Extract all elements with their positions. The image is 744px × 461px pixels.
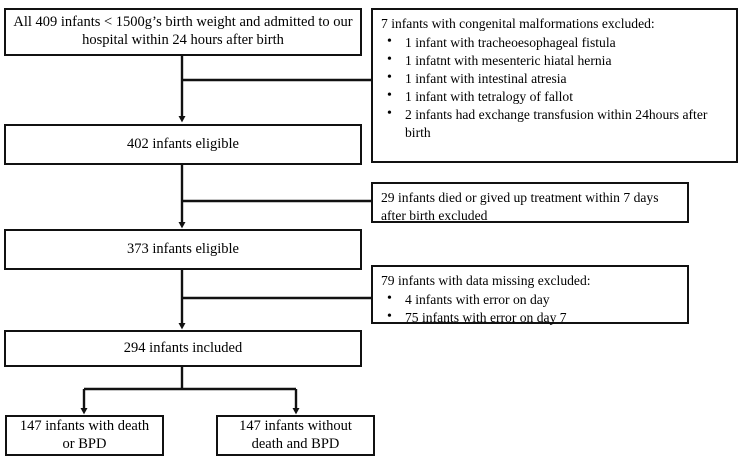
node-outcome-without-death-and-bpd-label: 147 infants without death and BPD [239,417,352,452]
node-eligible-402: 402 infants eligible [4,124,362,165]
exclusion-item: 75 infants with error on day 7 [381,308,681,327]
node-outcome-without-death-and-bpd: 147 infants without death and BPD [216,415,375,456]
node-eligible-373: 373 infants eligible [4,229,362,270]
node-included-294-label: 294 infants included [123,339,243,356]
node-outcome-with-death-or-bpd-label: 147 infants with death or BPD [19,417,150,452]
exclusion-item: 2 infants had exchange transfusion withi… [381,105,730,141]
exclusion-item: 4 infants with error on day [381,290,681,309]
exclusion-item-list: 4 infants with error on day 75 infants w… [381,290,681,327]
exclusion-title: 79 infants with data missing excluded: [381,273,591,288]
node-eligible-402-label: 402 infants eligible [127,135,239,152]
exclusion-title: 7 infants with congenital malformations … [381,16,655,31]
node-eligible-373-label: 373 infants eligible [127,240,239,257]
exclusion-died-or-treatment-withdrawn: 29 infants died or gived up treatment wi… [371,182,689,223]
node-outcome-with-death-or-bpd: 147 infants with death or BPD [5,415,164,456]
exclusion-item: 1 infant with tetralogy of fallot [381,87,730,106]
exclusion-item: 1 infant with tracheoesophageal fistula [381,33,730,52]
exclusion-data-missing: 79 infants with data missing excluded: 4… [371,265,689,327]
exclusion-item-list: 1 infant with tracheoesophageal fistula … [381,33,730,142]
node-included-294: 294 infants included [4,330,362,367]
exclusion-title: 29 infants died or gived up treatment wi… [381,190,659,223]
node-enrollment-label: All 409 infants < 1500g’s birth weight a… [13,14,353,48]
node-enrollment: All 409 infants < 1500g’s birth weight a… [4,8,362,56]
exclusion-item: 1 infatnt with mesenteric hiatal hernia [381,51,730,70]
exclusion-item: 1 infant with intestinal atresia [381,69,730,88]
exclusion-congenital-malformations: 7 infants with congenital malformations … [371,8,738,163]
